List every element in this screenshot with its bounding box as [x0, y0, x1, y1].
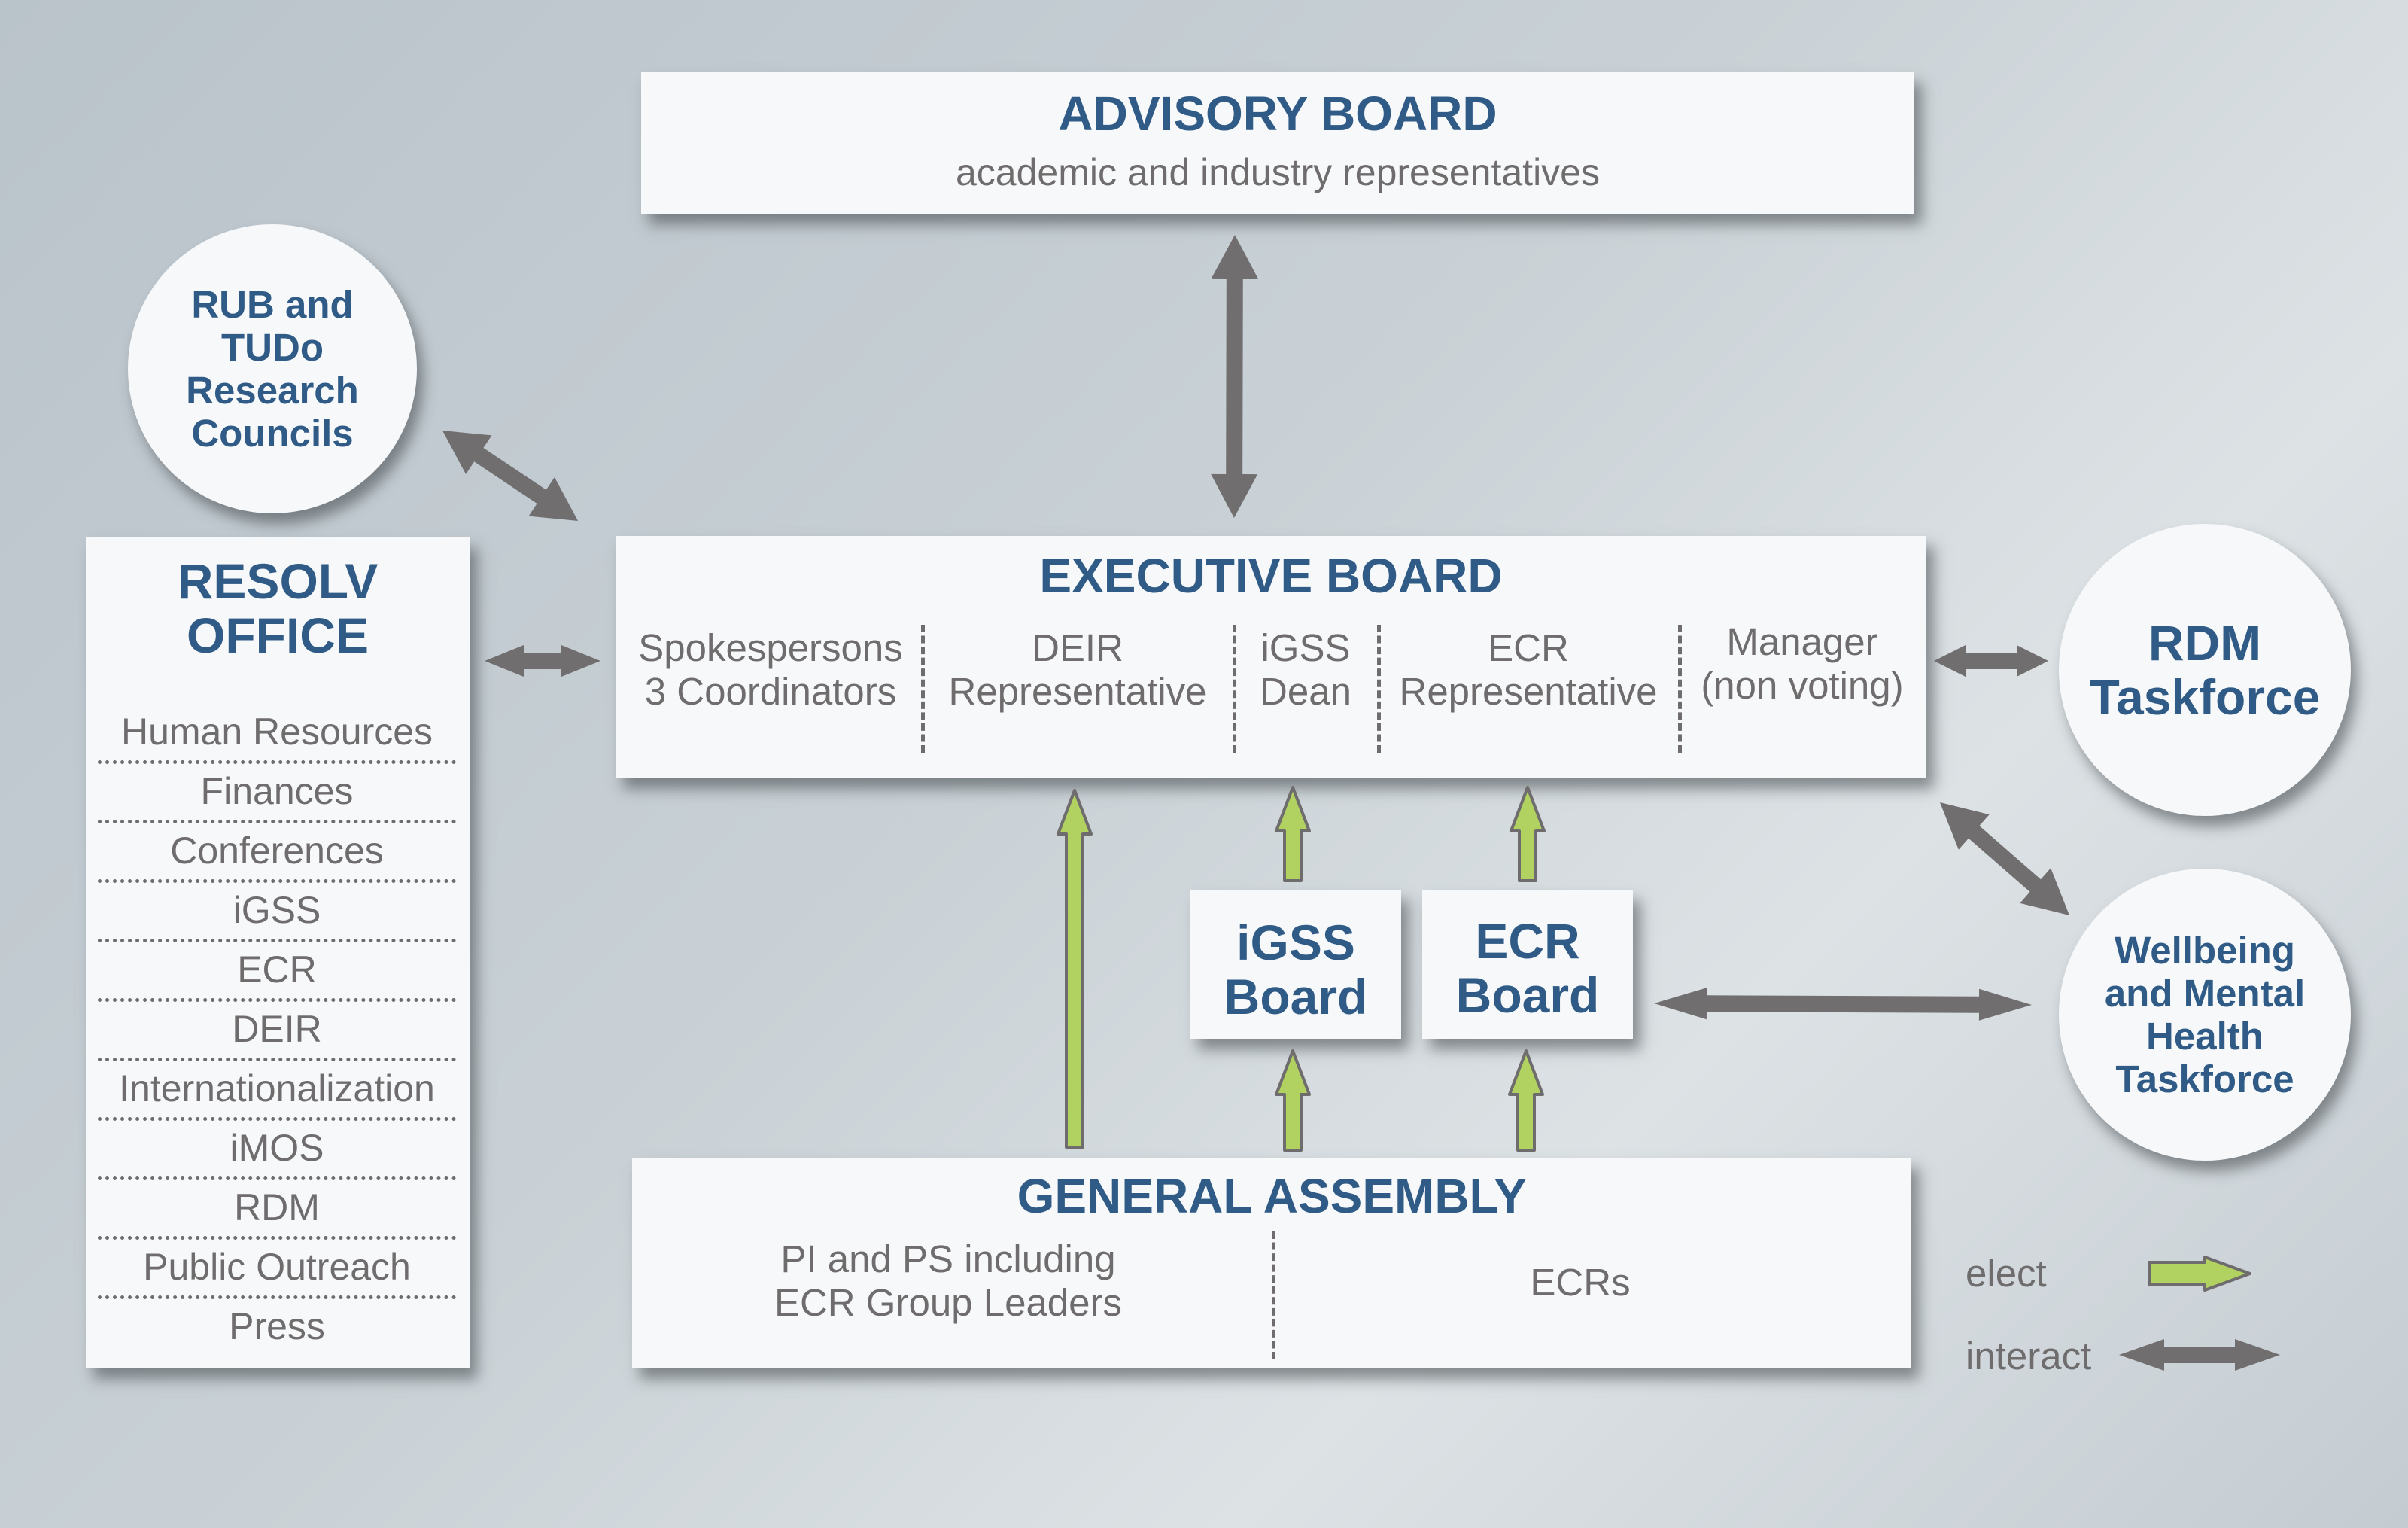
ecr-board: ECR Board	[1422, 890, 1633, 1039]
resolv-office: RESOLV OFFICE Human Resources Finances C…	[86, 537, 470, 1368]
elect-arrow-assembly-igss	[1275, 1049, 1311, 1152]
rdm-taskforce-label: RDM Taskforce	[2089, 615, 2321, 725]
member-line: Manager	[1726, 620, 1878, 663]
office-item: DEIR	[98, 1002, 456, 1061]
member-line: DEIR	[1032, 626, 1123, 669]
interact-arrow-advisory-executive	[1211, 235, 1258, 518]
office-item: iMOS	[98, 1121, 456, 1180]
legend-interact-arrow	[2119, 1339, 2280, 1371]
research-councils-circle: RUB and TUDo Research Councils	[128, 224, 417, 513]
legend-elect-label: elect	[1966, 1252, 2047, 1295]
assembly-line: ECR Group Leaders	[774, 1281, 1123, 1324]
assembly-pi-ps: PI and PS including ECR Group Leaders	[677, 1237, 1219, 1325]
interact-arrow-ecr-wellbeing	[1654, 988, 2032, 1021]
legend-interact-label: interact	[1966, 1335, 2092, 1377]
rdm-taskforce-circle: RDM Taskforce	[2059, 524, 2351, 816]
igss-board: iGSS Board	[1190, 890, 1401, 1039]
interact-arrow-office-executive	[485, 645, 600, 677]
office-item: Internationalization	[98, 1061, 456, 1121]
interact-arrow-councils-executive	[442, 431, 578, 521]
office-item: Finances	[98, 764, 456, 823]
wellbeing-taskforce-circle: Wellbeing and Mental Health Taskforce	[2059, 869, 2351, 1161]
assembly-ecrs: ECRs	[1530, 1261, 1631, 1304]
member-line: (non voting)	[1701, 664, 1904, 707]
ecr-board-line: Board	[1455, 967, 1600, 1023]
member-line: Representative	[1399, 670, 1658, 713]
wellbeing-taskforce-label: Wellbeing and Mental Health Taskforce	[2104, 929, 2306, 1100]
divider	[1678, 625, 1682, 753]
ecr-board-line: ECR	[1475, 913, 1580, 969]
office-item: RDM	[98, 1180, 456, 1240]
advisory-board: ADVISORY BOARD academic and industry rep…	[641, 72, 1914, 214]
ecr-board-label: ECR Board	[1422, 914, 1633, 1022]
general-assembly-title: GENERAL ASSEMBLY	[1017, 1169, 1527, 1223]
executive-board-title: EXECUTIVE BOARD	[1039, 549, 1503, 603]
elect-arrow-assembly-executive	[1057, 789, 1093, 1149]
executive-board: EXECUTIVE BOARD Spokespersons 3 Coordina…	[616, 536, 1926, 778]
divider	[1377, 625, 1381, 753]
elect-arrow-assembly-ecr	[1508, 1049, 1544, 1152]
igss-board-line: iGSS	[1236, 915, 1355, 970]
legend-elect-arrow	[2148, 1256, 2251, 1292]
interact-arrow-executive-wellbeing	[1940, 802, 2069, 915]
igss-board-line: Board	[1224, 969, 1368, 1024]
igss-board-label: iGSS Board	[1190, 915, 1401, 1024]
office-item: Press	[229, 1305, 325, 1347]
interact-arrow-executive-rdm	[1934, 645, 2048, 677]
interact-arrows	[442, 235, 2280, 1371]
resolv-office-title-line1: RESOLV	[177, 553, 379, 609]
divider	[1272, 1231, 1275, 1359]
resolv-office-title-line2: OFFICE	[187, 607, 369, 663]
advisory-board-title: ADVISORY BOARD	[1058, 87, 1497, 141]
exec-member-igss: iGSS Dean	[1237, 626, 1374, 714]
assembly-line: PI and PS including	[780, 1237, 1116, 1280]
member-line: Spokespersons	[638, 626, 903, 669]
general-assembly: GENERAL ASSEMBLY PI and PS including ECR…	[632, 1158, 1911, 1368]
member-line: 3 Coordinators	[644, 670, 897, 713]
member-line: Dean	[1260, 670, 1351, 713]
office-item: Public Outreach	[98, 1240, 456, 1299]
member-line: iGSS	[1260, 626, 1351, 669]
elect-arrow-igss-executive	[1275, 786, 1311, 882]
elect-arrows	[1057, 786, 2251, 1292]
office-item: iGSS	[98, 883, 456, 942]
member-line: Representative	[948, 670, 1207, 713]
member-line: ECR	[1488, 626, 1569, 669]
exec-member-spokespersons: Spokespersons 3 Coordinators	[623, 626, 918, 714]
office-item: Human Resources	[98, 705, 456, 764]
elect-arrow-ecr-executive	[1510, 786, 1546, 882]
resolv-office-title: RESOLV OFFICE	[86, 554, 470, 662]
exec-member-ecr: ECR Representative	[1382, 626, 1675, 714]
exec-member-manager: Manager (non voting)	[1683, 620, 1922, 708]
resolv-office-list: Human Resources Finances Conferences iGS…	[98, 705, 456, 1359]
research-councils-label: RUB and TUDo Research Councils	[186, 283, 359, 455]
divider	[1233, 625, 1236, 753]
exec-member-deir: DEIR Representative	[926, 626, 1230, 714]
office-item: Conferences	[98, 823, 456, 883]
advisory-board-subtitle: academic and industry representatives	[955, 151, 1600, 193]
divider	[921, 625, 925, 753]
office-item: ECR	[98, 942, 456, 1002]
